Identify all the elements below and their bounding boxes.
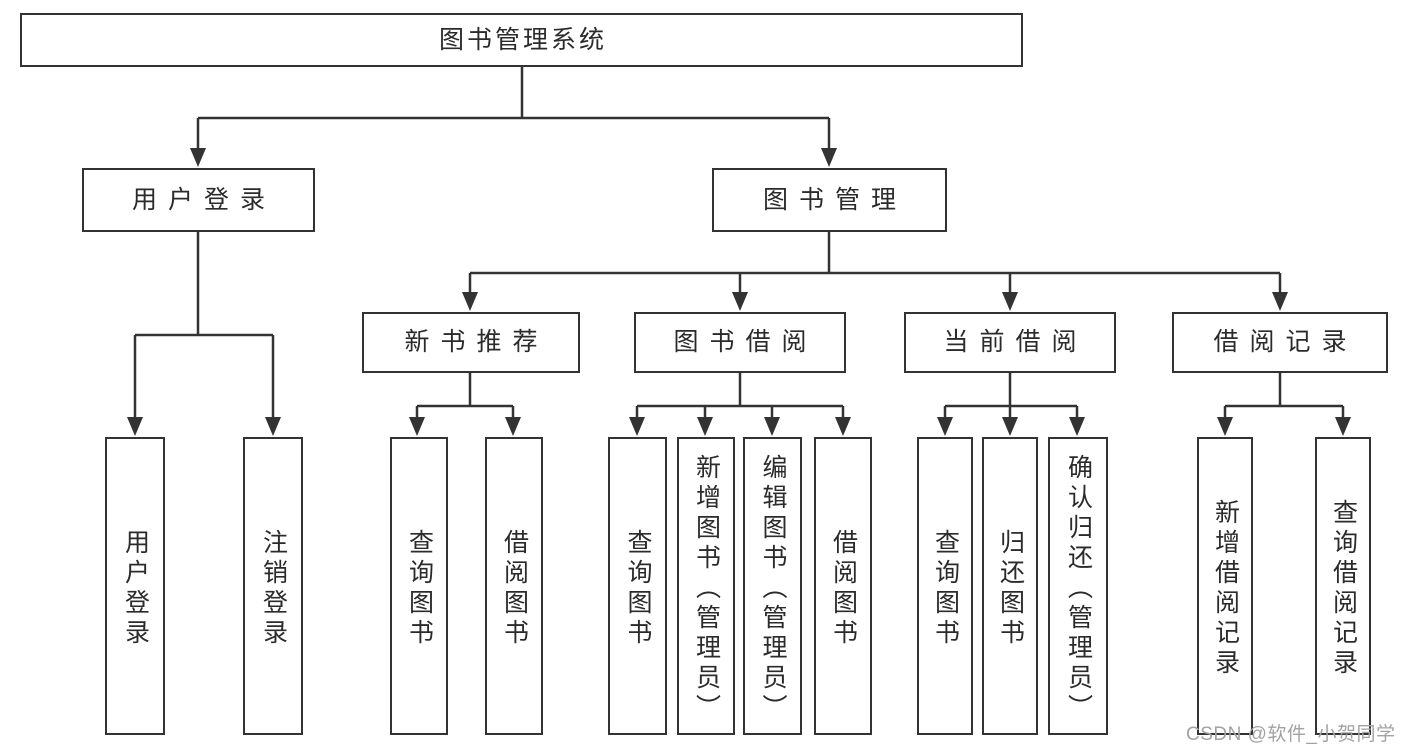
node-current-borrowing: 当前借阅 [904,312,1116,373]
leaf-add-books-admin: 新增图书（管理员） [677,437,735,735]
leaf-confirm-return-admin: 确认归还（管理员） [1048,437,1108,735]
node-borrowing-records: 借阅记录 [1172,312,1388,373]
leaf-query-books-current: 查询图书 [917,437,973,735]
node-user-login: 用户登录 [82,168,315,232]
leaf-edit-books-admin: 编辑图书（管理员） [743,437,802,735]
leaf-borrow-books-recommend: 借阅图书 [485,437,543,735]
leaf-add-borrow-record: 新增借阅记录 [1197,437,1253,735]
leaf-return-books: 归还图书 [982,437,1038,735]
leaf-query-borrow-record: 查询借阅记录 [1315,437,1371,735]
leaf-user-login: 用户登录 [105,437,165,735]
leaf-query-books-recommend: 查询图书 [390,437,448,735]
node-book-borrowing: 图书借阅 [634,312,846,373]
node-book-management: 图书管理 [712,168,947,232]
leaf-borrow-books: 借阅图书 [814,437,872,735]
node-new-book-recommendation: 新书推荐 [362,312,580,373]
watermark-text: CSDN @软件_小贺同学 [1186,724,1396,745]
node-library-management-system: 图书管理系统 [20,13,1023,67]
leaf-logout: 注销登录 [243,437,303,735]
leaf-query-books-borrow: 查询图书 [608,437,667,735]
